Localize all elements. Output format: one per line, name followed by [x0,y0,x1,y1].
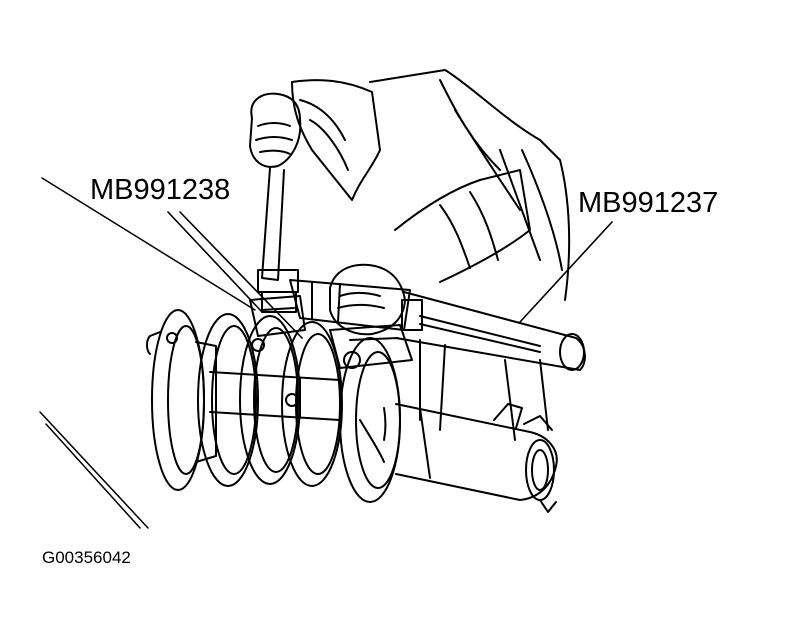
strut-tube [395,403,558,513]
background-lines [39,177,256,529]
figure-id: G00356042 [42,548,131,567]
right-hand [329,263,406,336]
leader-lines [167,211,613,339]
coil-spring [197,313,343,487]
callout-label-mb991238: MB991238 [90,174,231,206]
callout-label-mb991237: MB991237 [578,187,719,219]
left-hand [249,92,302,168]
compressor-body [289,279,586,371]
mechanic-figure [291,69,571,441]
strut-rod [209,371,341,421]
lower-spring-seat [339,337,401,503]
strut-top-mount [146,309,217,491]
